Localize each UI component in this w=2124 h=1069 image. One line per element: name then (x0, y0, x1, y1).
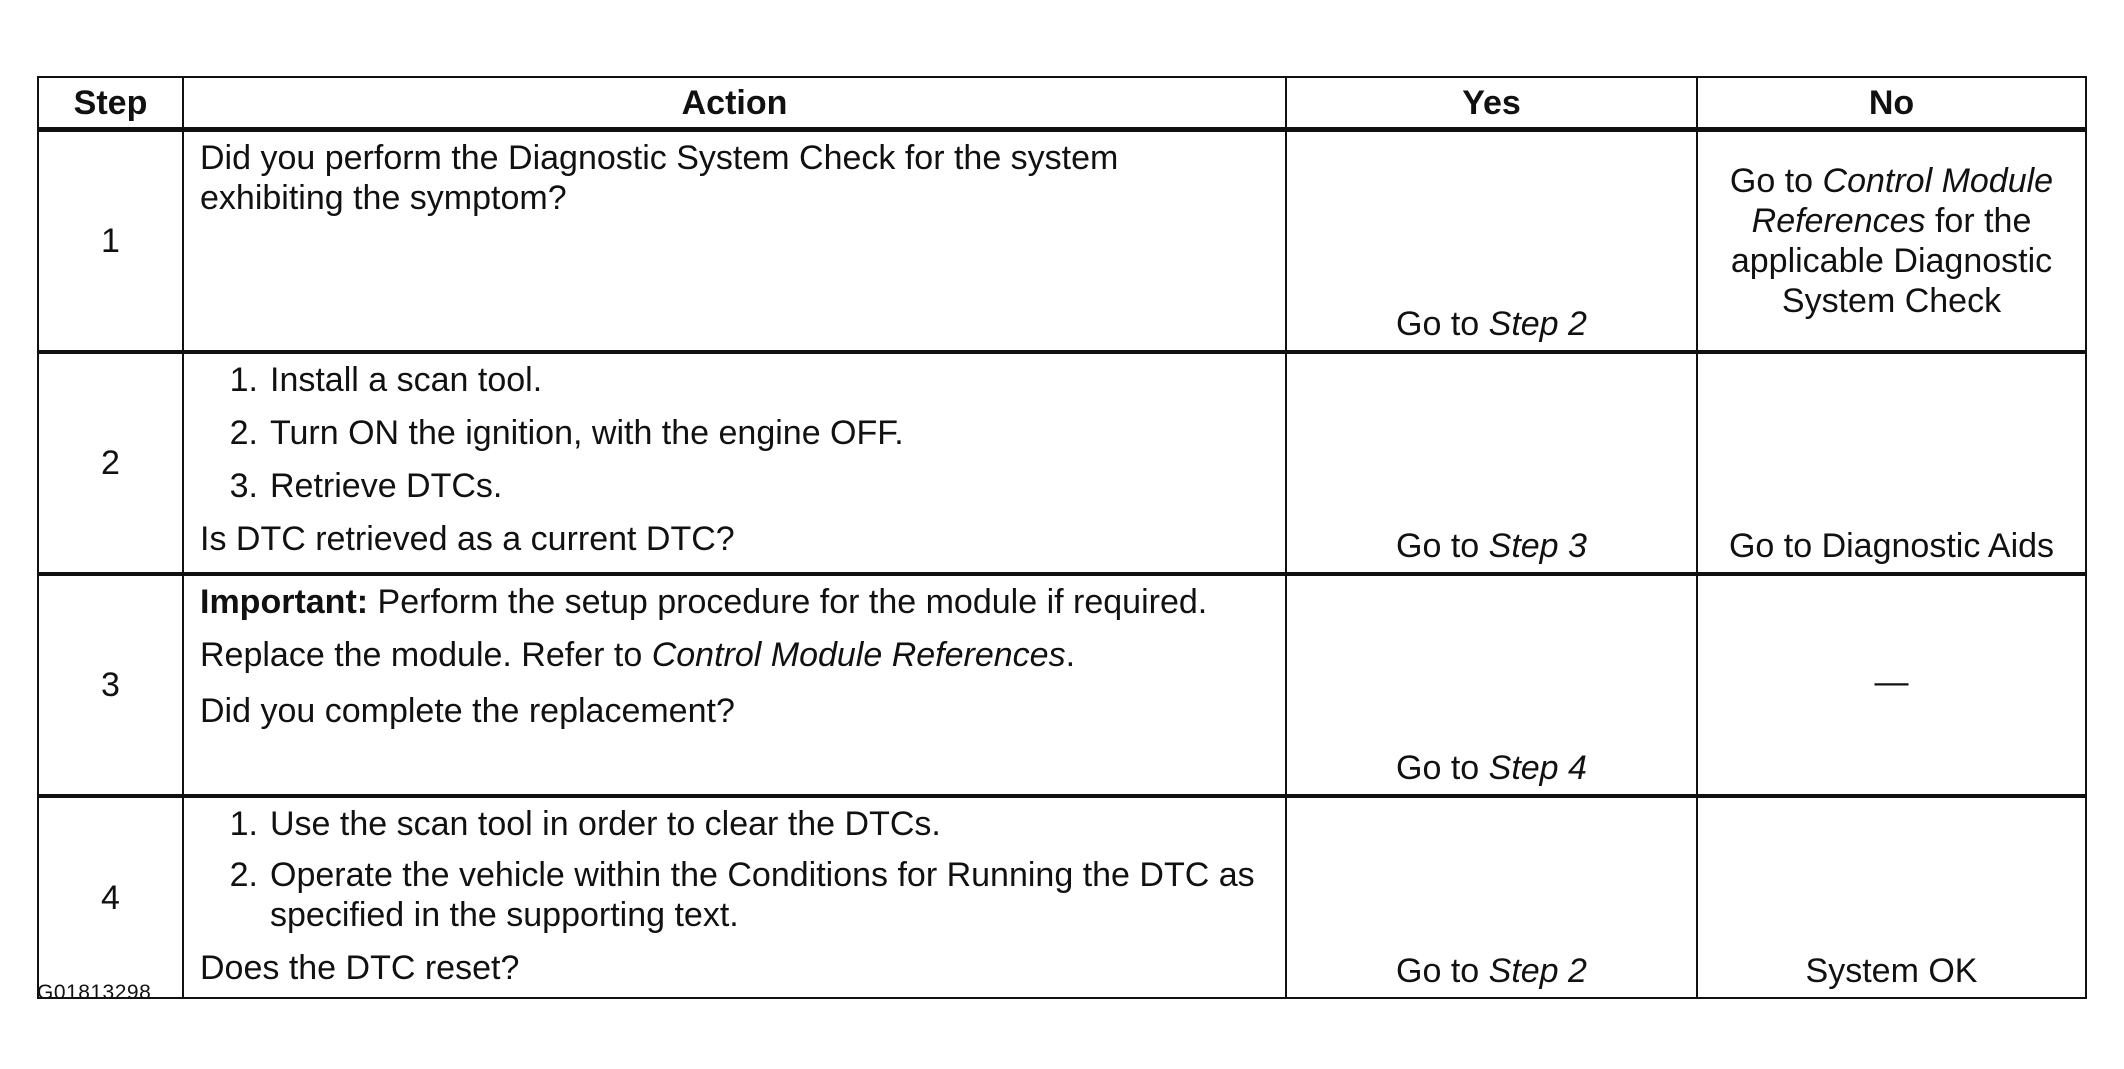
table-header-row: Step Action Yes No (37, 76, 2087, 132)
no-cell: Go to Diagnostic Aids (1696, 351, 2087, 576)
action-question: Does the DTC reset? (200, 949, 520, 987)
list-item: 3.Retrieve DTCs. (229, 467, 503, 505)
yes-prefix: Go to (1396, 527, 1489, 565)
no-cell: Go to Control Module References for the … (1696, 128, 2087, 354)
table-row: 1 Did you perform the Diagnostic System … (37, 128, 2087, 354)
list-item: 2.Turn ON the ignition, with the engine … (229, 414, 904, 452)
yes-cell: Go to Step 3 (1285, 351, 1698, 576)
yes-step-link[interactable]: Step 2 (1488, 305, 1587, 343)
yes-prefix: Go to (1396, 305, 1489, 343)
action-question: Is DTC retrieved as a current DTC? (200, 520, 735, 558)
diagnostic-table: Step Action Yes No 1 Did you perform the… (37, 76, 2087, 999)
yes-cell: Go to Step 2 (1285, 128, 1698, 354)
no-cell: System OK (1696, 795, 2087, 999)
yes-prefix: Go to (1396, 749, 1489, 787)
header-step: Step (37, 76, 184, 132)
no-reference-link[interactable]: Control Module References (1751, 162, 2054, 240)
action-cell: Did you perform the Diagnostic System Ch… (182, 128, 1287, 354)
diagnostic-table-container: Step Action Yes No 1 Did you perform the… (37, 76, 2087, 999)
list-item: 2.Operate the vehicle within the Conditi… (229, 856, 1255, 934)
no-suffix: for the applicable Diagnostic System Che… (1730, 202, 2053, 320)
action-cell: 1.Use the scan tool in order to clear th… (182, 795, 1287, 999)
step-number: 1 (37, 128, 184, 354)
yes-step-link[interactable]: Step 2 (1488, 952, 1587, 990)
action-text: Did you perform the Diagnostic System Ch… (200, 139, 1119, 217)
action-cell: Important: Perform the setup procedure f… (182, 573, 1287, 798)
important-label: Important: (200, 583, 369, 621)
action-cell: 1.Install a scan tool. 2.Turn ON the ign… (182, 351, 1287, 576)
replace-instruction: Replace the module. Refer to Control Mod… (200, 636, 1076, 674)
header-yes: Yes (1285, 76, 1698, 132)
step-number: 2 (37, 351, 184, 576)
no-prefix: Go to (1729, 162, 1823, 200)
figure-id: G01813298 (37, 981, 152, 1004)
list-item: 1.Install a scan tool. (229, 361, 543, 399)
yes-cell: Go to Step 4 (1285, 573, 1698, 798)
table-row: 2 1.Install a scan tool. 2.Turn ON the i… (37, 351, 2087, 576)
yes-step-link[interactable]: Step 3 (1488, 527, 1587, 565)
step-number: 4 (37, 795, 184, 999)
step-number: 3 (37, 573, 184, 798)
header-no: No (1696, 76, 2087, 132)
reference-link[interactable]: Control Module References (651, 636, 1066, 674)
table-row: 3 Important: Perform the setup procedure… (37, 573, 2087, 798)
yes-prefix: Go to (1396, 952, 1489, 990)
yes-step-link[interactable]: Step 4 (1488, 749, 1587, 787)
header-action: Action (182, 76, 1287, 132)
important-note: Important: Perform the setup procedure f… (200, 583, 1208, 621)
yes-cell: Go to Step 2 (1285, 795, 1698, 999)
table-row: 4 1.Use the scan tool in order to clear … (37, 795, 2087, 999)
list-item: 1.Use the scan tool in order to clear th… (229, 805, 941, 843)
no-cell: — (1696, 573, 2087, 798)
action-question: Did you complete the replacement? (200, 692, 735, 730)
